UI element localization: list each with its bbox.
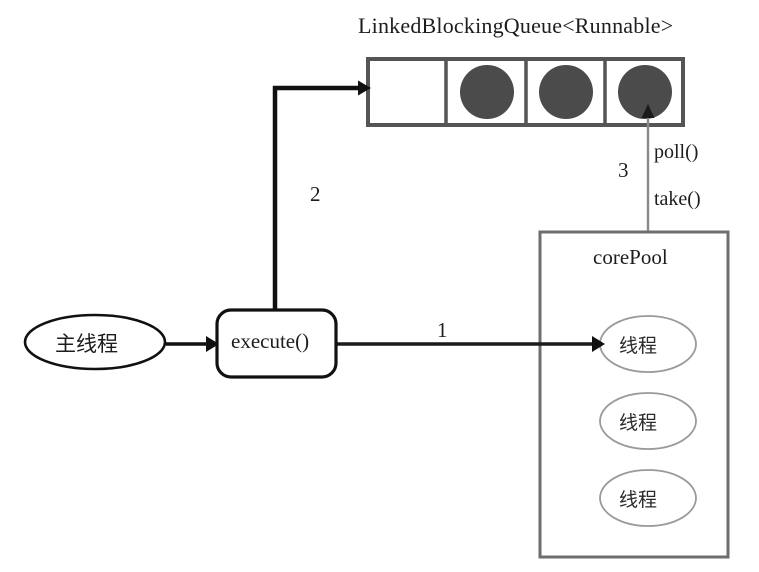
core-pool-label: corePool: [593, 245, 668, 269]
take-annotation: take(): [654, 188, 701, 210]
edge-main-to-execute: [166, 336, 219, 352]
queue-task-2: [539, 65, 593, 119]
thread-ellipse-2: [599, 469, 697, 527]
queue-task-3: [618, 65, 672, 119]
edge-label-1: 1: [437, 318, 448, 342]
queue-task-circles: [460, 65, 672, 119]
main-thread-ellipse: [23, 313, 167, 371]
thread-label-2: 线程: [619, 489, 658, 511]
thread-ellipse-1: [599, 392, 697, 450]
execute-label: execute(): [231, 329, 310, 353]
queue-task-1: [460, 65, 514, 119]
edge-2-enqueue: [272, 80, 371, 312]
thread-label-1: 线程: [619, 412, 658, 434]
thread-ellipses: [599, 315, 697, 527]
main-thread-label: 主线程: [55, 332, 118, 356]
poll-annotation: poll(): [654, 141, 699, 163]
edge-1-dispatch: [336, 336, 605, 352]
queue-title: LinkedBlockingQueue<Runnable>: [358, 13, 674, 38]
thread-label-0: 线程: [619, 335, 658, 357]
edge-label-3: 3: [618, 158, 629, 182]
edge-label-2: 2: [310, 182, 321, 206]
